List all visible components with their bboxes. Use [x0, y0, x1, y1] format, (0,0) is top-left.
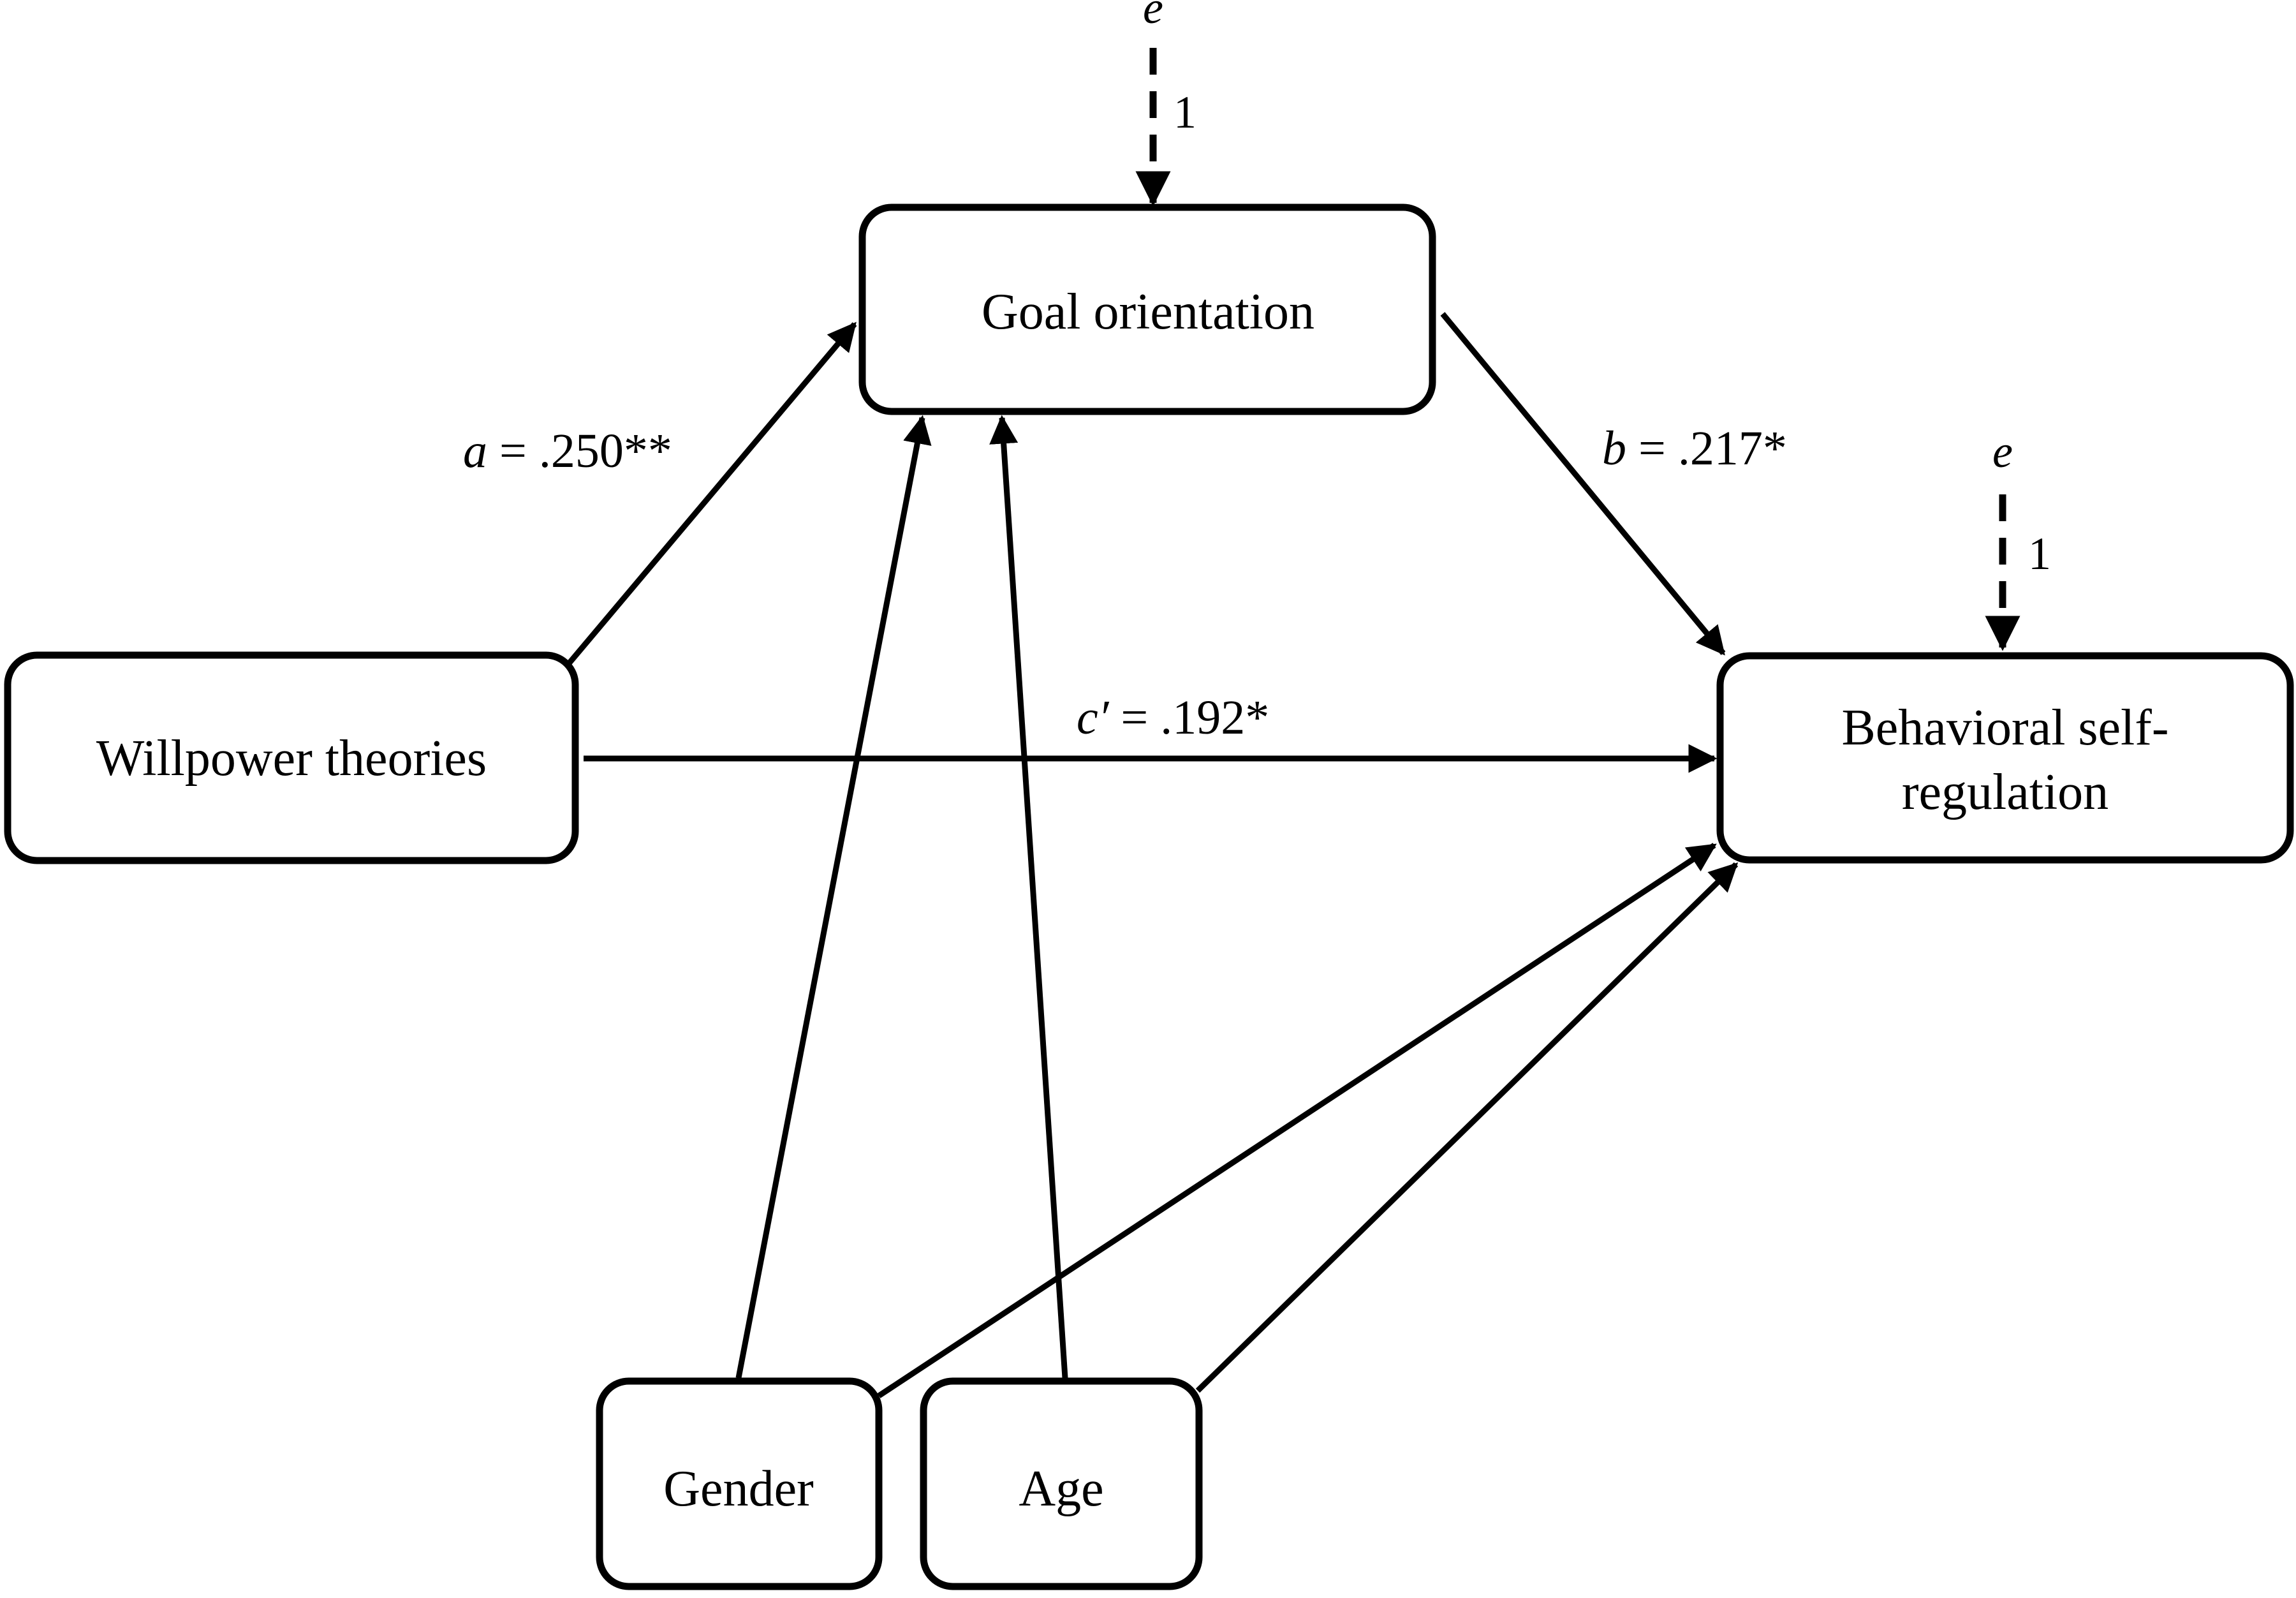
age-to-self-regulation-arrow [1195, 862, 1739, 1393]
behavioral-self-regulation-label-line2: regulation [1902, 764, 2108, 820]
age-label: Age [1019, 1461, 1103, 1517]
gender-to-self-regulation-arrow [877, 843, 1717, 1398]
goal-error-loading: 1 [1174, 87, 1196, 138]
edges [566, 48, 2020, 1398]
gender-label: Gender [663, 1461, 813, 1517]
path-a-value: = .250** [487, 424, 672, 478]
goal-error-symbol: e [1143, 0, 1163, 33]
age-node: Age [920, 1377, 1203, 1590]
path-c-prime-label: c′ = .192* [1077, 691, 1269, 744]
self-regulation-error-loading: 1 [2028, 528, 2051, 579]
path-c-prime-value: = .192* [1108, 691, 1269, 744]
age-to-goal-arrow [989, 415, 1068, 1379]
goal-orientation-node: Goal orientation [858, 203, 1436, 415]
path-a-label: a = .250** [463, 424, 672, 478]
self-regulation-error-symbol: e [1992, 426, 2013, 477]
path-a-symbol: a [463, 424, 487, 478]
path-b-value: = .217* [1626, 422, 1787, 475]
behavioral-self-regulation-label-line1: Behavioral self- [1841, 700, 2168, 756]
path-c-prime-symbol: c′ [1077, 691, 1110, 744]
gender-node: Gender [596, 1377, 883, 1590]
goal-orientation-label: Goal orientation [982, 284, 1314, 340]
path-b-label: b = .217* [1602, 422, 1787, 475]
path-b-symbol: b [1602, 422, 1626, 475]
willpower-theories-label: Willpower theories [96, 730, 487, 787]
willpower-theories-node: Willpower theories [4, 651, 579, 864]
behavioral-self-regulation-node: Behavioral self- regulation [1716, 652, 2294, 864]
path-b-arrow [1440, 312, 1726, 656]
path-a-arrow [566, 322, 857, 665]
gender-to-goal-arrow [735, 415, 932, 1379]
